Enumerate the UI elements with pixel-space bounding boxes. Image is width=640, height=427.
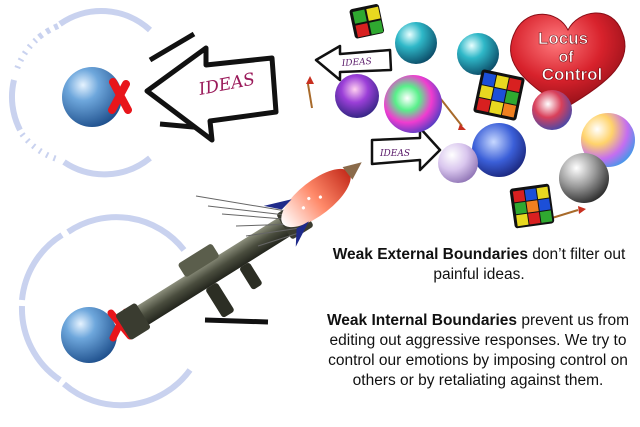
red-blue-sphere [532,90,572,130]
internal-boundaries-term: Weak Internal Boundaries [326,312,518,329]
heart-icon: Locus of Control [510,12,626,109]
external-boundary-ring [9,8,153,178]
golf-ball-sphere [559,153,609,203]
dart-icon [551,206,586,219]
rubiks-cube-icon [509,183,555,229]
teal-sphere [457,33,499,75]
internal-boundaries-caption: Weak Internal Boundaries prevent us from… [316,311,640,391]
boundary-gap-bar [204,317,269,325]
ideas-arrow: IDEAS [144,45,279,143]
heart-label-line1: Locus [538,29,588,48]
small-ideas-arrow-left-label: IDEAS [341,57,373,69]
small-ideas-arrow-right: IDEAS [370,126,442,172]
rainbow-sphere [384,75,442,133]
self-sphere [62,67,122,127]
small-ideas-arrow-right-label: IDEAS [379,149,410,159]
top-boundary-diagram: IDEAS [9,8,279,178]
heart-label-line3: Control [542,65,602,84]
internal-boundary-ring [18,214,193,409]
disco-sphere [335,74,379,118]
lavender-sphere [438,143,478,183]
external-boundaries-text: don’t filter out painful ideas. [433,246,626,283]
pastel-sphere [581,113,635,167]
dart-icon [439,97,466,130]
dart-icon [306,76,314,109]
rubiks-cube-icon [349,3,385,39]
rocket-icon [263,162,362,247]
internal-boundaries-text: prevent us from editing out aggressive r… [328,312,630,389]
boundary-gap-bar [148,31,196,63]
heart-label-line2: of [558,49,574,66]
striped-sphere [472,123,526,177]
external-boundaries-caption: Weak External Boundaries don’t filter ou… [318,245,640,285]
rubiks-cube-icon [473,69,525,121]
teal-sphere [395,22,437,64]
self-sphere [61,307,117,363]
external-boundaries-term: Weak External Boundaries [332,246,528,263]
red-x-icon [108,78,132,114]
small-ideas-arrow-left: IDEAS [314,44,393,82]
